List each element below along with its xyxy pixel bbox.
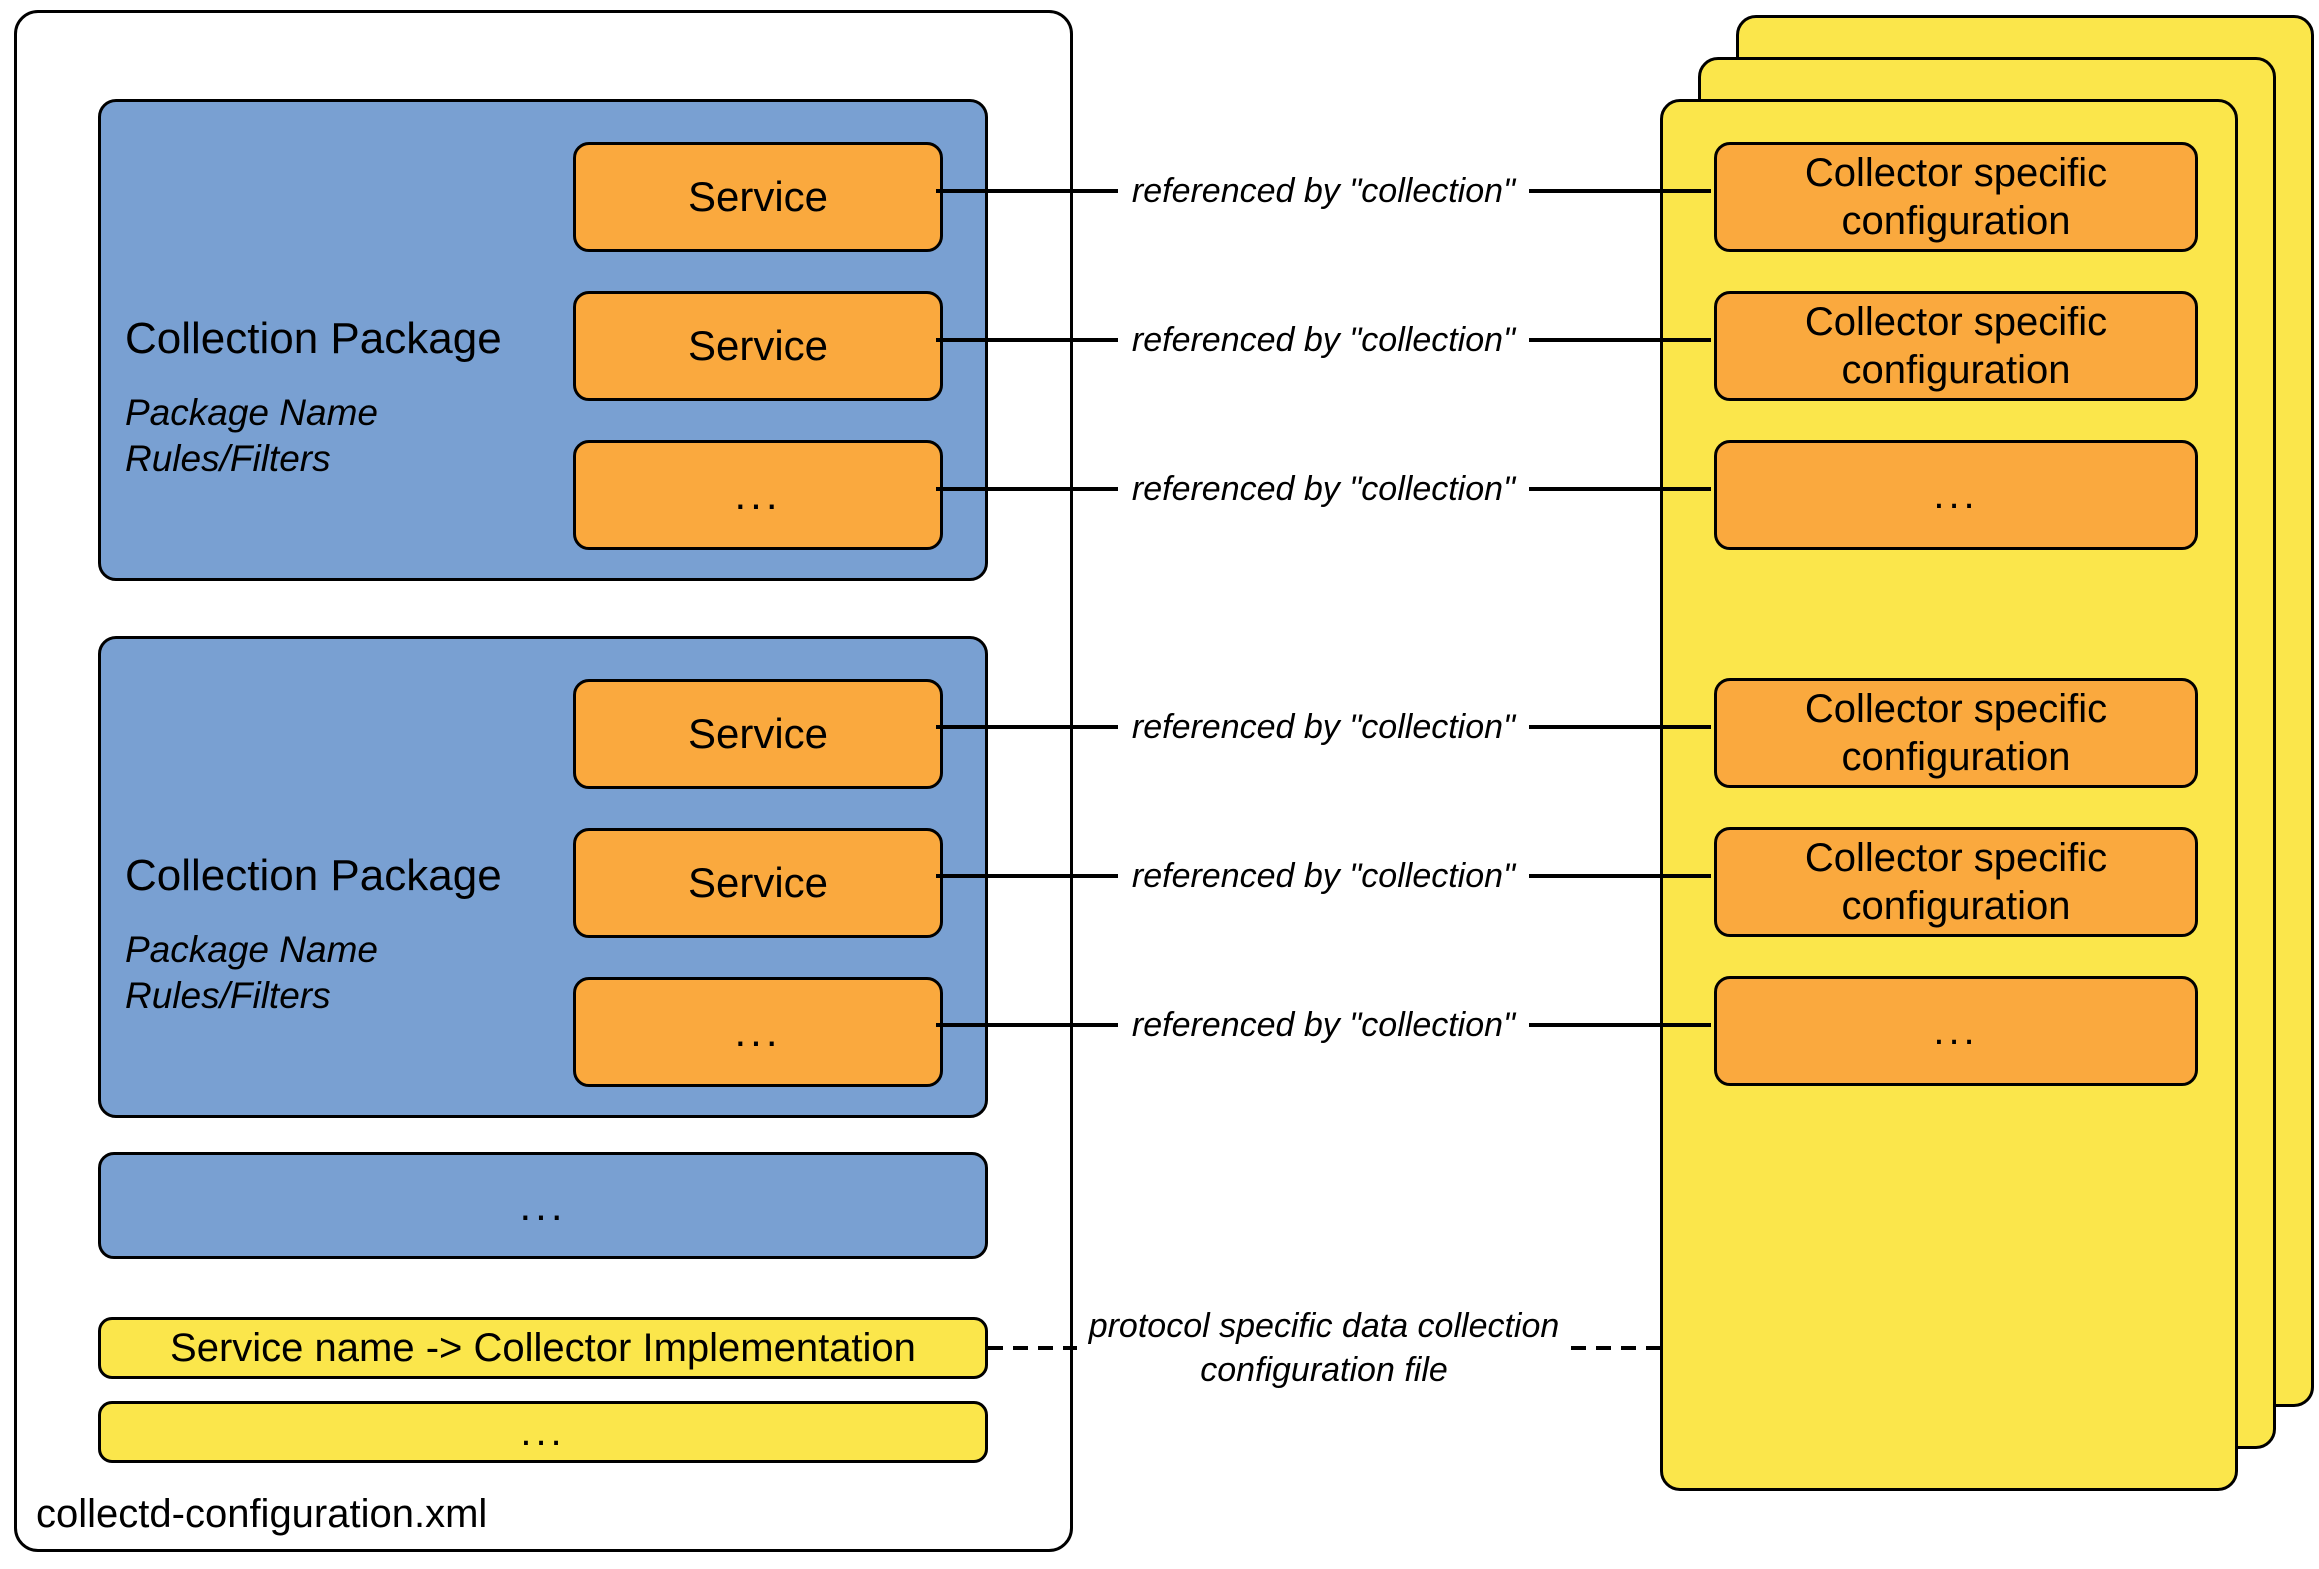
service-box: Service <box>573 679 943 789</box>
connector-line <box>1529 487 1712 491</box>
connector-label: referenced by "collection" <box>1131 707 1516 746</box>
package-rules-label: Rules/Filters <box>125 975 331 1016</box>
connector-label: referenced by "collection" <box>1131 1005 1516 1044</box>
collector-config-box: Collector specific configuration <box>1714 142 2198 252</box>
service-box: Service <box>573 828 943 938</box>
more-mappings-box: ... <box>98 1401 988 1463</box>
package-name-label: Package Name <box>125 392 378 433</box>
package-text-block: Collection Package Package Name Rules/Fi… <box>125 851 502 1019</box>
connector-line <box>1529 338 1712 342</box>
collector-config-box: Collector specific configuration <box>1714 678 2198 788</box>
connector-line <box>936 189 1118 193</box>
collector-config-page-front: Collector specific configuration Collect… <box>1660 99 2238 1491</box>
connector-label: referenced by "collection" <box>1131 171 1516 210</box>
service-box-ellipsis: ... <box>573 977 943 1087</box>
collector-config-box-ellipsis: ... <box>1714 440 2198 550</box>
package-name-label: Package Name <box>125 929 378 970</box>
connector-label: referenced by "collection" <box>1131 320 1516 359</box>
collector-config-box-ellipsis: ... <box>1714 976 2198 1086</box>
package-meta: Package Name Rules/Filters <box>125 390 502 482</box>
protocol-config-connector: protocol specific data collection config… <box>988 1302 1660 1394</box>
package-title: Collection Package <box>125 314 502 363</box>
reference-connector: referenced by "collection" <box>936 854 1712 898</box>
service-box-ellipsis: ... <box>573 440 943 550</box>
reference-connector: referenced by "collection" <box>936 318 1712 362</box>
collector-config-box: Collector specific configuration <box>1714 827 2198 937</box>
connector-line <box>936 487 1118 491</box>
service-box: Service <box>573 142 943 252</box>
collection-package-1: Collection Package Package Name Rules/Fi… <box>98 99 988 581</box>
container-filename-label: collectd-configuration.xml <box>36 1492 488 1536</box>
package-meta: Package Name Rules/Filters <box>125 927 502 1019</box>
package-text-block: Collection Package Package Name Rules/Fi… <box>125 314 502 482</box>
connector-line <box>1529 725 1712 729</box>
dashed-connector-line <box>988 1346 1077 1350</box>
more-packages-box: ... <box>98 1152 988 1259</box>
service-collector-mapping-box: Service name -> Collector Implementation <box>98 1317 988 1379</box>
connector-line <box>1529 189 1712 193</box>
reference-connector: referenced by "collection" <box>936 467 1712 511</box>
reference-connector: referenced by "collection" <box>936 169 1712 213</box>
connector-line <box>936 874 1118 878</box>
dashed-connector-label-line2: configuration file <box>1200 1351 1448 1389</box>
service-box: Service <box>573 291 943 401</box>
dashed-connector-line <box>1571 1346 1660 1350</box>
reference-connector: referenced by "collection" <box>936 1003 1712 1047</box>
package-title: Collection Package <box>125 851 502 900</box>
package-rules-label: Rules/Filters <box>125 438 331 479</box>
dashed-connector-label: protocol specific data collection config… <box>1077 1304 1572 1392</box>
dashed-connector-label-line1: protocol specific data collection <box>1088 1307 1560 1345</box>
reference-connector: referenced by "collection" <box>936 705 1712 749</box>
connector-label: referenced by "collection" <box>1131 856 1516 895</box>
connector-line <box>1529 874 1712 878</box>
connector-line <box>936 338 1118 342</box>
connector-line <box>936 1023 1118 1027</box>
connector-line <box>936 725 1118 729</box>
collection-package-2: Collection Package Package Name Rules/Fi… <box>98 636 988 1118</box>
connector-line <box>1529 1023 1712 1027</box>
connector-label: referenced by "collection" <box>1131 469 1516 508</box>
collector-config-box: Collector specific configuration <box>1714 291 2198 401</box>
